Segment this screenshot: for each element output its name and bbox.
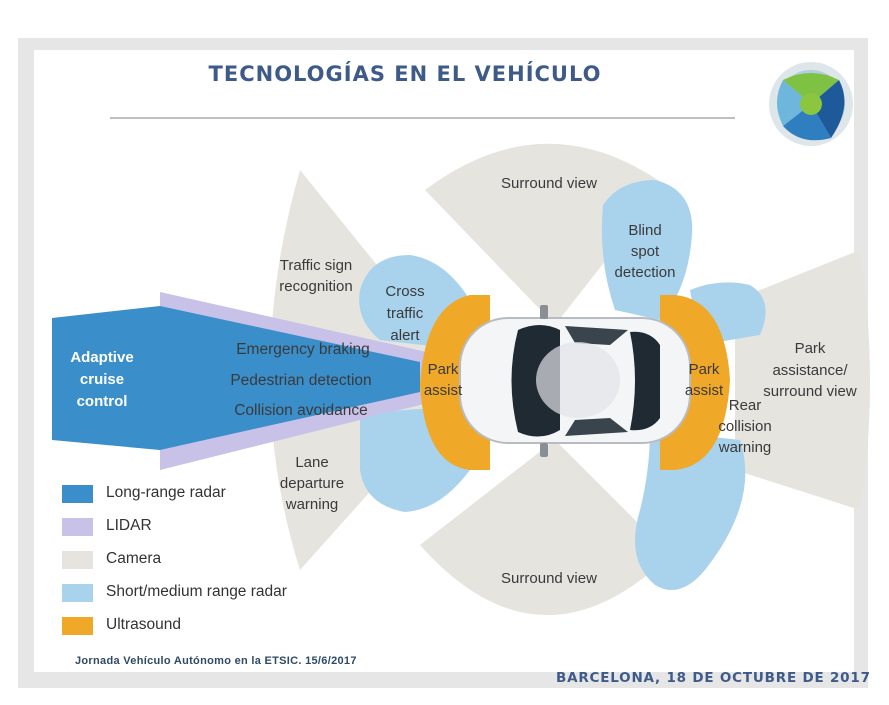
label-line: surround view bbox=[763, 383, 857, 400]
label-line: Park bbox=[428, 361, 459, 378]
camera-zone-surround-bottom bbox=[420, 440, 670, 616]
legend-item-lidar: LIDAR bbox=[62, 516, 322, 536]
camera-zone-surround-top bbox=[425, 143, 665, 325]
legend-label: Ultrasound bbox=[106, 616, 181, 633]
long-range-radar-zone bbox=[52, 306, 420, 450]
label-line: Traffic sign bbox=[280, 257, 353, 274]
label-adaptive-cruise: Adaptive cruise control bbox=[70, 349, 133, 410]
label-line: Cross bbox=[385, 283, 424, 300]
label-line: Blind bbox=[628, 222, 661, 239]
legend-swatch bbox=[62, 551, 93, 569]
legend-item-short-medium-radar: Short/medium range radar bbox=[62, 582, 322, 602]
legend-label: Short/medium range radar bbox=[106, 583, 287, 600]
legend-swatch bbox=[62, 584, 93, 602]
label-collision-avoidance: Collision avoidance bbox=[234, 402, 368, 419]
label-cross-traffic: Cross traffic alert bbox=[385, 283, 424, 344]
label-emergency-braking: Emergency braking bbox=[236, 341, 370, 358]
label-line: assist bbox=[685, 382, 724, 399]
label-pedestrian-detection: Pedestrian detection bbox=[230, 372, 371, 389]
label-park-assist-rear: Park assist bbox=[685, 361, 724, 399]
label-line: spot bbox=[631, 243, 660, 260]
label-park-surround: Park assistance/ surround view bbox=[763, 340, 857, 400]
legend-label: LIDAR bbox=[106, 517, 152, 534]
slide-title: TECNOLOGÍAS EN EL VEHÍCULO bbox=[208, 62, 602, 86]
legend-item-long-range-radar: Long-range radar bbox=[62, 483, 322, 503]
label-line: Adaptive bbox=[70, 349, 133, 366]
label-blind-spot: Blind spot detection bbox=[615, 222, 676, 281]
legend-swatch bbox=[62, 485, 93, 503]
legend-label: Camera bbox=[106, 550, 162, 567]
label-park-assist-front: Park assist bbox=[424, 361, 463, 399]
legend-swatch bbox=[62, 518, 93, 536]
label-line: warning bbox=[285, 496, 339, 513]
label-line: warning bbox=[718, 439, 772, 456]
label-line: departure bbox=[280, 475, 344, 492]
label-surround-view-bottom: Surround view bbox=[501, 570, 597, 587]
label-traffic-sign: Traffic sign recognition bbox=[279, 257, 352, 295]
car-icon bbox=[459, 305, 691, 457]
label-line: Park bbox=[689, 361, 720, 378]
footer-date: BARCELONA, 18 DE OCTUBRE DE 2017 bbox=[556, 670, 871, 686]
footer-source: Jornada Vehículo Autónomo en la ETSIC. 1… bbox=[75, 655, 357, 667]
label-line: collision bbox=[718, 418, 771, 435]
label-line: detection bbox=[615, 264, 676, 281]
short-radar-blind-spot bbox=[601, 180, 693, 320]
label-line: assist bbox=[424, 382, 463, 399]
legend-swatch bbox=[62, 617, 93, 635]
label-line: Park bbox=[795, 340, 826, 357]
label-surround-view-top: Surround view bbox=[501, 175, 597, 192]
label-line: Lane bbox=[295, 454, 328, 471]
label-line: recognition bbox=[279, 278, 352, 295]
label-lane-departure: Lane departure warning bbox=[280, 454, 344, 513]
label-line: alert bbox=[390, 327, 420, 344]
label-line: Rear bbox=[729, 397, 762, 414]
legend-item-camera: Camera bbox=[62, 549, 322, 569]
label-line: control bbox=[77, 393, 128, 410]
label-line: traffic bbox=[387, 305, 424, 322]
legend-item-ultrasound: Ultrasound bbox=[62, 615, 322, 635]
label-rear-collision: Rear collision warning bbox=[718, 397, 772, 456]
legend-label: Long-range radar bbox=[106, 484, 226, 501]
logo-icon bbox=[769, 62, 853, 146]
label-line: cruise bbox=[80, 371, 124, 388]
label-line: assistance/ bbox=[772, 362, 848, 379]
camera-zone-rear bbox=[735, 250, 870, 510]
title-rule bbox=[110, 117, 735, 119]
